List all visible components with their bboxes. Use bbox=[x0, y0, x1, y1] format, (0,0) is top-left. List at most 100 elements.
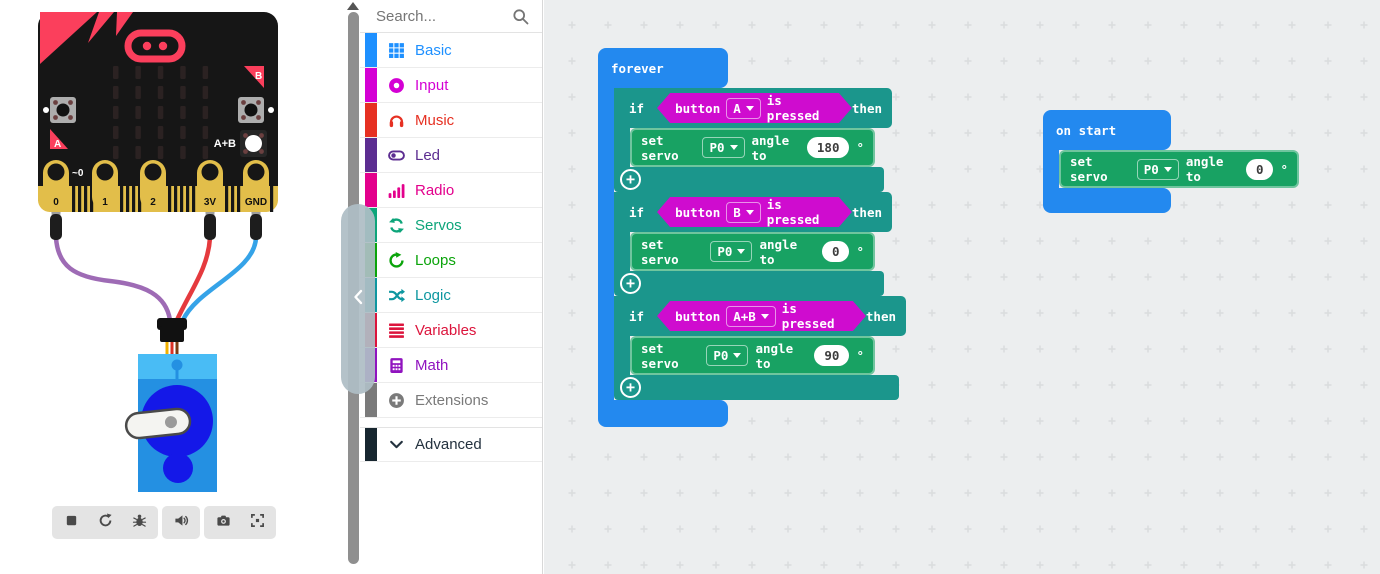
category-led[interactable]: Led bbox=[360, 138, 542, 173]
pin-dropdown[interactable]: P0 bbox=[702, 137, 745, 158]
if-block-bottom[interactable]: + bbox=[614, 375, 899, 400]
debug-button[interactable] bbox=[122, 508, 156, 537]
dropdown-caret-icon bbox=[729, 145, 738, 150]
if-block[interactable]: if button A is pressed then bbox=[614, 88, 892, 128]
category-label: Math bbox=[415, 356, 449, 374]
camera-icon bbox=[216, 513, 231, 533]
category-music[interactable]: Music bbox=[360, 103, 542, 138]
forever-block-spine[interactable] bbox=[598, 88, 614, 400]
button-b[interactable] bbox=[238, 97, 264, 123]
scroll-up-arrow-icon[interactable] bbox=[347, 2, 359, 10]
servo-arm[interactable] bbox=[124, 407, 192, 440]
button-dropdown[interactable]: B bbox=[726, 202, 761, 223]
set-servo-keyword: set servo bbox=[641, 236, 679, 267]
button-keyword: button bbox=[675, 100, 721, 116]
restart-button[interactable] bbox=[88, 508, 122, 537]
forever-block[interactable]: forever bbox=[598, 48, 728, 88]
big-pins[interactable] bbox=[43, 160, 269, 210]
block-workspace[interactable]: forever if button A is pressed then set … bbox=[544, 0, 1380, 574]
pin-dropdown[interactable]: P0 bbox=[1136, 158, 1179, 180]
add-condition-button[interactable]: + bbox=[620, 273, 641, 294]
set-servo-block[interactable]: set servo P0 angle to 0 ° bbox=[1059, 150, 1299, 188]
stop-icon bbox=[64, 513, 79, 533]
if-block[interactable]: if button B is pressed then bbox=[614, 192, 892, 232]
dropdown-caret-icon bbox=[746, 210, 754, 215]
category-color-strip bbox=[365, 173, 377, 207]
headphones-icon bbox=[388, 112, 405, 129]
sim-sound-group bbox=[162, 506, 200, 539]
if-block-bottom[interactable]: + bbox=[614, 167, 884, 192]
dropdown-caret-icon bbox=[733, 353, 742, 358]
if-block-spine[interactable] bbox=[614, 128, 630, 167]
button-value: A bbox=[733, 100, 741, 116]
button-a[interactable] bbox=[50, 97, 76, 123]
if-block-spine[interactable] bbox=[614, 336, 630, 375]
if-label: if bbox=[629, 204, 645, 220]
if-block[interactable]: if button A+B is pressed then bbox=[614, 296, 906, 336]
button-value: A+B bbox=[733, 308, 756, 324]
pin0-analog-label: ~0 bbox=[72, 168, 84, 179]
button-ab[interactable] bbox=[240, 130, 267, 157]
category-loops[interactable]: Loops bbox=[360, 243, 542, 278]
pin-dropdown[interactable]: P0 bbox=[706, 345, 749, 366]
if-block-bottom[interactable]: + bbox=[614, 271, 884, 296]
block-toolbox: Basic Input Music Led Radio Servos bbox=[360, 0, 543, 574]
angle-input[interactable]: 0 bbox=[821, 241, 850, 262]
advanced-label: Advanced bbox=[415, 436, 482, 453]
restart-icon bbox=[98, 512, 113, 533]
search-input[interactable] bbox=[376, 4, 506, 28]
set-servo-block[interactable]: set servo P0 angle to 0 ° bbox=[630, 232, 875, 271]
button-b-flag: B bbox=[244, 66, 264, 88]
angle-input[interactable]: 0 bbox=[1245, 158, 1274, 180]
category-label: Music bbox=[415, 111, 455, 129]
category-label: Led bbox=[415, 146, 441, 164]
if-label: if bbox=[629, 308, 645, 324]
category-radio[interactable]: Radio bbox=[360, 173, 542, 208]
simulator-toolbar bbox=[52, 506, 276, 539]
microbit-logo bbox=[124, 29, 186, 63]
screenshot-button[interactable] bbox=[206, 508, 240, 537]
svg-text:A: A bbox=[54, 139, 61, 150]
mute-button[interactable] bbox=[164, 508, 198, 537]
category-basic[interactable]: Basic bbox=[360, 33, 542, 68]
degree-symbol: ° bbox=[856, 348, 864, 363]
advanced-toggle[interactable]: Advanced bbox=[360, 427, 542, 462]
add-condition-button[interactable]: + bbox=[620, 169, 641, 190]
on-start-block-spine[interactable] bbox=[1043, 150, 1059, 188]
category-variables[interactable]: Variables bbox=[360, 313, 542, 348]
angle-input[interactable]: 90 bbox=[814, 345, 850, 366]
category-label: Servos bbox=[415, 216, 462, 234]
button-dropdown[interactable]: A+B bbox=[726, 306, 776, 327]
add-condition-button[interactable]: + bbox=[620, 377, 641, 398]
condition-block[interactable]: button B is pressed bbox=[657, 197, 852, 227]
button-a-dot bbox=[43, 107, 49, 113]
category-math[interactable]: Math bbox=[360, 348, 542, 383]
angle-input[interactable]: 180 bbox=[806, 137, 850, 158]
category-label: Basic bbox=[415, 41, 452, 59]
on-start-block-bottom[interactable] bbox=[1043, 188, 1171, 213]
button-dropdown[interactable]: A bbox=[726, 98, 761, 119]
forever-block-bottom[interactable] bbox=[598, 400, 728, 427]
set-servo-block[interactable]: set servo P0 angle to 90 ° bbox=[630, 336, 875, 375]
category-logic[interactable]: Logic bbox=[360, 278, 542, 313]
on-start-block[interactable]: on start bbox=[1043, 110, 1171, 150]
sim-control-group bbox=[52, 506, 158, 539]
condition-block[interactable]: button A+B is pressed bbox=[657, 301, 866, 331]
stop-button[interactable] bbox=[54, 508, 88, 537]
set-servo-block[interactable]: set servo P0 angle to 180 ° bbox=[630, 128, 875, 167]
category-color-strip bbox=[365, 103, 377, 137]
category-input[interactable]: Input bbox=[360, 68, 542, 103]
category-servos[interactable]: Servos bbox=[360, 208, 542, 243]
toolbox-collapse-handle[interactable] bbox=[341, 204, 375, 394]
pin-dropdown[interactable]: P0 bbox=[710, 241, 753, 262]
pin-value: P0 bbox=[713, 348, 729, 363]
search-icon[interactable] bbox=[512, 8, 529, 25]
if-block-spine[interactable] bbox=[614, 232, 630, 271]
angle-to-keyword: angle to bbox=[759, 236, 798, 267]
category-extensions[interactable]: Extensions bbox=[360, 383, 542, 418]
category-label: Extensions bbox=[415, 391, 489, 409]
condition-block[interactable]: button A is pressed bbox=[657, 93, 852, 123]
fullscreen-button[interactable] bbox=[240, 508, 274, 537]
category-color-strip bbox=[365, 428, 377, 461]
